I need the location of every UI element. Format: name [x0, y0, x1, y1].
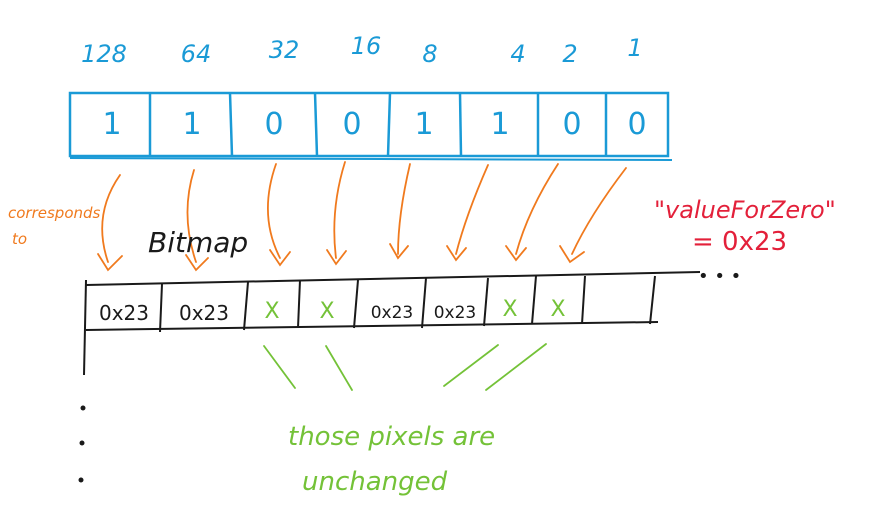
to-label: to: [12, 230, 27, 248]
pixel-divider: [531, 275, 537, 325]
pixel-divider: [353, 279, 359, 329]
value-for-zero-equals: = 0x23: [692, 227, 787, 257]
unchanged-label-line1: those pixels are: [288, 422, 495, 452]
pixel-value: 0x23: [434, 303, 477, 323]
bit-row: 128 64 32 16 8 4 2 1 1 1 0 0 1 1 0 0: [68, 32, 673, 161]
mapping-arrow-head: [446, 245, 467, 262]
bit-value: 1: [490, 107, 509, 142]
bit-divider: [228, 92, 234, 157]
bit-weight: 2: [562, 40, 577, 68]
bit-value: 0: [562, 107, 581, 142]
pixel-value: X: [319, 299, 334, 324]
bit-weight: 4: [510, 40, 525, 68]
pixel-divider: [581, 275, 586, 325]
bit-divider: [386, 92, 392, 157]
bit-value: 1: [414, 107, 433, 142]
mapping-arrow-head: [389, 243, 409, 260]
bit-value: 0: [264, 107, 283, 142]
bit-value: 1: [102, 107, 121, 142]
mapping-arrow: [455, 164, 489, 255]
bit-weight: 8: [422, 40, 437, 68]
pixel-value: 0x23: [179, 301, 229, 325]
pixel-divider: [297, 279, 301, 329]
mapping-arrow-head: [97, 253, 123, 272]
unchanged-pointer: [485, 343, 547, 391]
vertical-ellipsis-dot: [78, 477, 84, 483]
mapping-arrow: [101, 174, 121, 263]
pixel-value: X: [550, 297, 565, 322]
vertical-ellipsis-dot: [79, 440, 85, 446]
mapping-arrow-head: [559, 245, 585, 264]
mapping-arrow-head: [185, 254, 209, 272]
bit-value: 1: [182, 107, 201, 142]
mapping-arrow-head: [326, 249, 347, 266]
mapping-arrow: [186, 169, 197, 263]
bit-weight: 64: [181, 40, 212, 68]
bitmap-title: Bitmap: [148, 226, 248, 259]
unchanged-label-line2: unchanged: [302, 467, 448, 497]
bitmap-bottom-edge: [85, 321, 659, 331]
pixel-value: X: [264, 299, 279, 324]
unchanged-pointer: [325, 345, 353, 391]
unchanged-pointers: [263, 343, 547, 391]
bit-weight: 128: [81, 40, 127, 68]
bit-weight: 1: [627, 34, 642, 62]
mapping-arrow: [397, 163, 411, 255]
mapping-arrow: [333, 161, 346, 259]
mapping-arrow: [515, 163, 559, 255]
mapping-arrow: [267, 163, 281, 259]
bit-divider: [458, 92, 463, 157]
pixel-value: 0x23: [371, 303, 414, 323]
pixel-divider: [649, 275, 656, 325]
horizontal-ellipsis: • • •: [698, 266, 741, 287]
corresponds-label: corresponds: [8, 204, 101, 222]
bit-weight: 16: [351, 32, 382, 60]
bit-row-underline: [69, 157, 673, 161]
mapping-arrows: [97, 161, 627, 272]
bitmap-row: [83, 271, 701, 376]
bitmap-left-edge: [83, 279, 87, 376]
pixel-divider: [159, 283, 163, 333]
bitmap-top-edge: [85, 271, 701, 286]
mapping-arrow-head: [505, 245, 527, 262]
bit-weight: 32: [269, 36, 300, 64]
value-for-zero-name: "valueForZero": [654, 196, 836, 224]
vertical-ellipsis-dot: [80, 405, 86, 411]
bit-value: 0: [342, 107, 361, 142]
mapping-arrow: [571, 167, 627, 255]
unchanged-pointer: [263, 345, 296, 389]
pixel-divider: [243, 281, 249, 331]
pixel-value: 0x23: [99, 301, 149, 325]
bit-divider: [313, 92, 319, 157]
pixel-divider: [483, 277, 489, 327]
mapping-arrow-head: [269, 249, 291, 267]
bit-row-frame: [68, 91, 670, 158]
pixel-value: X: [502, 297, 517, 322]
bit-value: 0: [627, 107, 646, 142]
pixel-divider: [421, 277, 427, 329]
unchanged-pointer: [443, 344, 499, 387]
